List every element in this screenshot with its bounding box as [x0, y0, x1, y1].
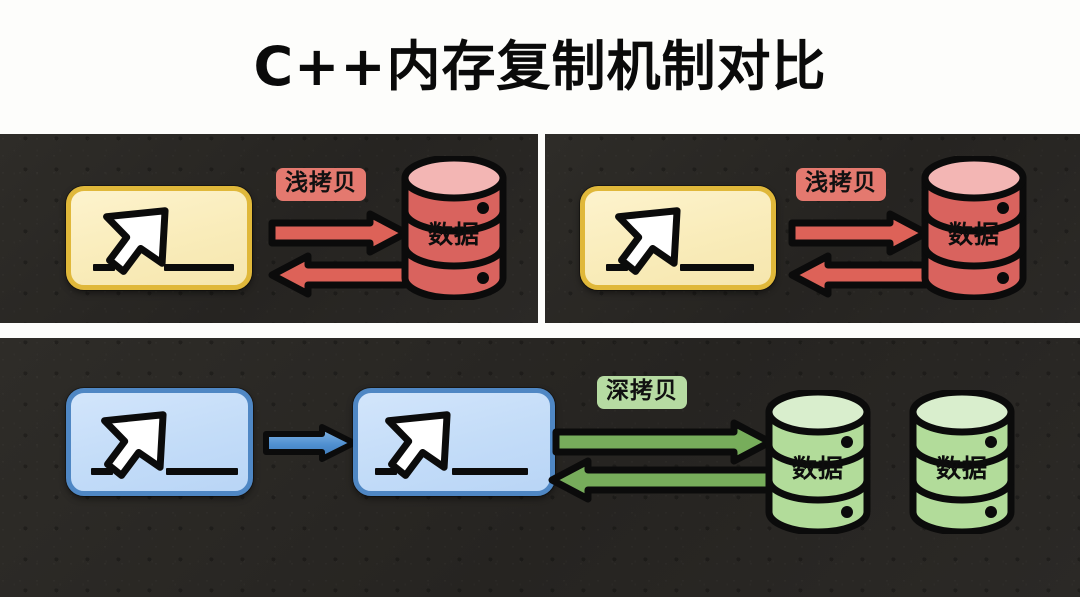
label-shallow-copy: 浅拷贝 [276, 168, 366, 201]
pointer-dash [91, 468, 113, 475]
pointer-box-blue-source[interactable] [66, 388, 253, 496]
title-bar: C++内存复制机制对比 [0, 0, 1080, 134]
panel-deep-copy: 深拷贝 数据 [0, 338, 1080, 597]
pointer-dash [375, 468, 397, 475]
pointer-line [166, 468, 238, 475]
database-green-second[interactable]: 数据 [906, 388, 1018, 536]
arrow-source-to-copy [263, 424, 357, 462]
pointer-line [164, 264, 234, 271]
arrow-data-to-pointer [268, 252, 410, 298]
cursor-arrow-icon [101, 411, 167, 479]
panel-shallow-copy-original: 浅拷贝 数据 [0, 134, 538, 323]
pointer-box-blue-copy[interactable] [353, 388, 555, 496]
pointer-box-yellow-copy[interactable] [580, 186, 776, 290]
pointer-dash [606, 264, 628, 271]
database-icon [909, 388, 1015, 536]
pointer-line [452, 468, 528, 475]
database-icon [921, 154, 1027, 302]
database-green-first[interactable]: 数据 [762, 388, 874, 536]
arrow-pointer-to-data [552, 419, 774, 465]
cursor-arrow-icon [103, 207, 169, 275]
panel-shallow-copy-copy: 浅拷贝 数据 [545, 134, 1080, 323]
cursor-arrow-icon [615, 207, 681, 275]
arrow-data-to-pointer [548, 457, 774, 503]
arrow-pointer-to-data [788, 210, 930, 256]
label-deep-copy: 深拷贝 [597, 376, 687, 409]
arrow-pointer-to-data [268, 210, 410, 256]
pointer-line [680, 264, 754, 271]
pointer-box-yellow-original[interactable] [66, 186, 252, 290]
database-icon [401, 154, 507, 302]
pointer-box-face [66, 186, 252, 290]
database-red-original[interactable]: 数据 [398, 154, 510, 302]
cursor-arrow-icon [385, 411, 451, 479]
label-shallow-copy: 浅拷贝 [796, 168, 886, 201]
arrow-data-to-pointer [788, 252, 930, 298]
pointer-dash [93, 264, 115, 271]
page-title: C++内存复制机制对比 [253, 35, 827, 98]
database-icon [765, 388, 871, 536]
database-red-copy[interactable]: 数据 [918, 154, 1030, 302]
